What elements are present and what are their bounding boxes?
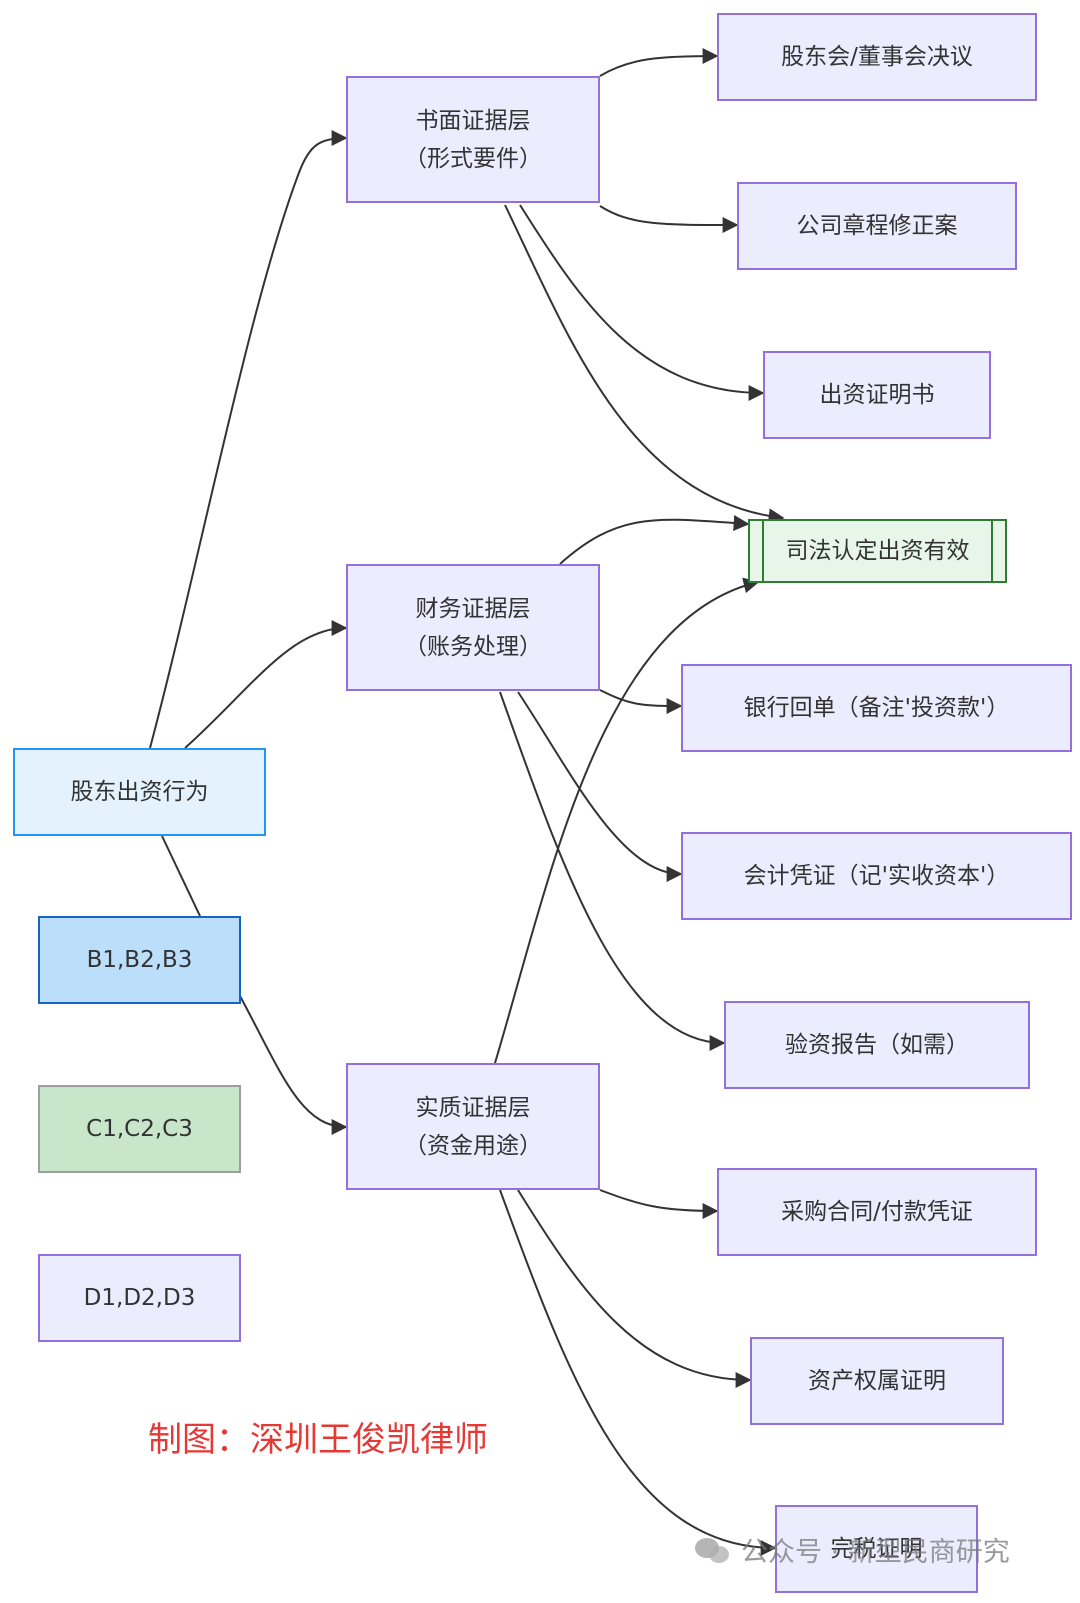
written-item-articles-amendment: 公司章程修正案: [737, 182, 1017, 270]
result-node: 司法认定出资有效: [748, 519, 1007, 583]
substantive-item-tax-certificate: 完税证明: [775, 1505, 978, 1593]
wechat-watermark: 公众号 · 新型民商研究: [695, 1530, 1010, 1569]
edge-substantive-item1: [599, 1189, 719, 1219]
edge-written-item2: [599, 205, 739, 233]
edge-written-item1: [599, 48, 719, 77]
substantive-item-ownership-proof: 资产权属证明: [750, 1337, 1004, 1425]
financial-item-bank-receipt: 银行回单（备注'投资款'）: [681, 664, 1072, 752]
watermark-text: 公众号 · 新型民商研究: [741, 1537, 1010, 1568]
edge-financial-item3: [499, 691, 726, 1051]
group-d-node: D1,D2,D3: [38, 1254, 241, 1342]
root-node-label: 股东出资行为: [70, 779, 209, 805]
financial-item-accounting-voucher: 会计凭证（记'实收资本'）: [681, 832, 1072, 920]
group-c-node: C1,C2,C3: [38, 1085, 241, 1173]
financial-evidence-layer-label: 财务证据层 （账务处理）: [404, 595, 542, 660]
group-d-label: D1,D2,D3: [83, 1285, 196, 1311]
written-item-resolution: 股东会/董事会决议: [717, 13, 1037, 101]
wechat-icon: [695, 1536, 731, 1564]
written-item-capital-certificate: 出资证明书: [763, 351, 991, 439]
substantive-item-tax-certificate-label: 完税证明: [830, 1536, 923, 1562]
edge-b-substantive: [239, 995, 348, 1135]
financial-item-capital-verification-label: 验资报告（如需）: [785, 1032, 969, 1058]
edge-financial-item1: [599, 689, 683, 714]
edge-substantive-result: [494, 577, 760, 1064]
edge-financial-result: [559, 515, 750, 565]
edge-substantive-item3: [499, 1189, 777, 1556]
written-item-capital-certificate-label: 出资证明书: [819, 382, 935, 408]
root-node: 股东出资行为: [13, 748, 266, 836]
financial-item-capital-verification: 验资报告（如需）: [724, 1001, 1030, 1089]
group-c-label: C1,C2,C3: [86, 1116, 193, 1142]
substantive-item-purchase-contract: 采购合同/付款凭证: [717, 1168, 1037, 1256]
substantive-item-ownership-proof-label: 资产权属证明: [808, 1368, 946, 1394]
edge-written-item3: [519, 204, 765, 401]
written-item-resolution-label: 股东会/董事会决议: [781, 44, 973, 70]
substantive-evidence-layer-node: 实质证据层 （资金用途）: [346, 1063, 600, 1190]
edge-root-b: [161, 835, 201, 917]
substantive-evidence-layer-label: 实质证据层 （资金用途）: [404, 1094, 542, 1159]
financial-item-bank-receipt-label: 银行回单（备注'投资款'）: [743, 695, 1010, 721]
edge-root-financial: [184, 620, 348, 749]
written-evidence-layer-label: 书面证据层 （形式要件）: [404, 107, 542, 172]
written-evidence-layer-node: 书面证据层 （形式要件）: [346, 76, 600, 203]
edge-substantive-item2: [517, 1189, 752, 1388]
financial-item-accounting-voucher-label: 会计凭证（记'实收资本'）: [743, 863, 1010, 889]
edge-written-result: [504, 204, 785, 525]
author-credit: 制图：深圳王俊凯律师: [148, 1420, 488, 1460]
result-node-label: 司法认定出资有效: [785, 538, 970, 564]
substantive-item-purchase-contract-label: 采购合同/付款凭证: [781, 1199, 973, 1225]
group-b-node: B1,B2,B3: [38, 916, 241, 1004]
edge-root-written: [149, 130, 348, 749]
group-b-label: B1,B2,B3: [86, 947, 193, 973]
written-item-articles-amendment-label: 公司章程修正案: [796, 213, 958, 239]
financial-evidence-layer-node: 财务证据层 （账务处理）: [346, 564, 600, 691]
edge-financial-item2: [517, 691, 683, 882]
